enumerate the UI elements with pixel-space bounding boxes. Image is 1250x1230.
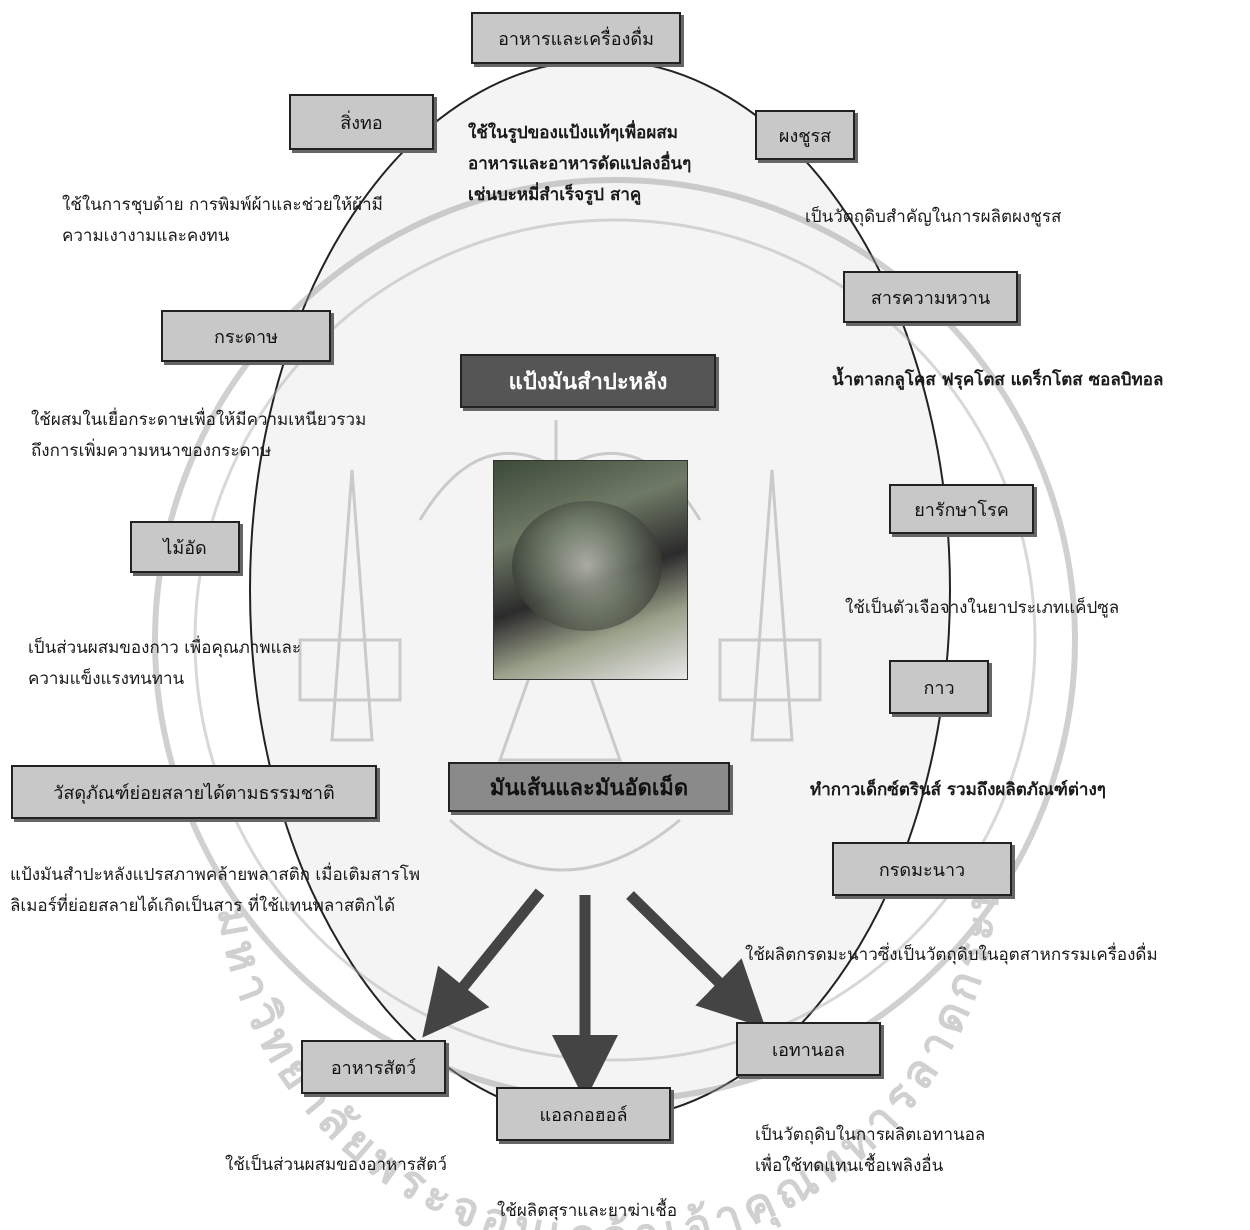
node-msg: ผงชูรส — [755, 110, 855, 160]
center-title-box: แป้งมันสำปะหลัง — [460, 354, 716, 408]
node-label: ไม้อัด — [163, 537, 207, 559]
node-label: สิ่งทอ — [340, 112, 383, 134]
node-biodegradable: วัสดุภัณฑ์ย่อยสลายได้ตามธรรมชาติ — [11, 765, 377, 819]
desc-line: เป็นวัตถุดิบสำคัญในการผลิตผงชูรส — [805, 207, 1062, 227]
desc-textile: ใช้ในการชุบด้าย การพิมพ์ผ้าและช่วยให้ผ้า… — [62, 190, 383, 252]
desc-line: เพื่อใช้ทดแทนเชื้อเพลิงอื่น — [755, 1156, 944, 1176]
node-label: กระดาษ — [214, 326, 278, 348]
desc-medicine: ใช้เป็นตัวเจือจางในยาประเภทแค็ปซูล — [845, 593, 1119, 624]
node-label: กรดมะนาว — [878, 859, 966, 881]
desc-line: ใช้ผลิตกรดมะนาวซึ่งเป็นวัตถุดิบในอุตสาหก… — [745, 945, 1158, 965]
node-label: วัสดุภัณฑ์ย่อยสลายได้ตามธรรมชาติ — [53, 782, 335, 804]
desc-line: อาหารและอาหารดัดแปลงอื่นๆ — [468, 154, 692, 174]
node-label: อาหารและเครื่องดื่ม — [498, 28, 654, 50]
node-animal-feed: อาหารสัตว์ — [301, 1040, 446, 1094]
desc-animal-feed: ใช้เป็นส่วนผสมของอาหารสัตว์ — [225, 1150, 447, 1181]
desc-paper: ใช้ผสมในเยื่อกระดาษเพื่อให้มีความเหนียวร… — [31, 405, 366, 467]
node-ethanol: เอทานอล — [736, 1022, 881, 1076]
desc-line: ความแข็งแรงทนทาน — [28, 669, 185, 689]
desc-plywood: เป็นส่วนผสมของกาว เพื่อคุณภาพและ ความแข็… — [28, 633, 301, 695]
desc-line: ใช้เป็นตัวเจือจางในยาประเภทแค็ปซูล — [845, 598, 1120, 618]
desc-line: เป็นวัตถุดิบในการผลิตเอทานอล — [755, 1125, 986, 1145]
desc-biodegradable: แป้งมันสำปะหลังแปรสภาพคล้ายพลาสติก เมื่อ… — [10, 860, 420, 922]
center-title: แป้งมันสำปะหลัง — [508, 368, 668, 395]
node-label: เอทานอล — [771, 1039, 846, 1061]
desc-line: น้ำตาลกลูโคส ฟรุคโตส แดร็กโตส ซอลบิทอล — [832, 370, 1164, 390]
desc-line: เป็นส่วนผสมของกาว เพื่อคุณภาพและ — [28, 638, 302, 658]
desc-ethanol: เป็นวัตถุดิบในการผลิตเอทานอล เพื่อใช้ทดแ… — [755, 1120, 985, 1182]
desc-alcohol: ใช้ผลิตสุราและยาฆ่าเชื้อ — [497, 1196, 677, 1227]
cassava-photo — [493, 460, 688, 680]
desc-citric-acid: ใช้ผลิตกรดมะนาวซึ่งเป็นวัตถุดิบในอุตสาหก… — [745, 940, 1158, 971]
desc-line: ใช้ในการชุบด้าย การพิมพ์ผ้าและช่วยให้ผ้า… — [62, 195, 383, 215]
node-medicine: ยารักษาโรค — [889, 484, 1034, 534]
desc-food-beverage: ใช้ในรูปของแป้งแท้ๆเพื่อผสม อาหารและอาหา… — [468, 118, 691, 211]
node-label: สารความหวาน — [870, 287, 991, 309]
center-subtitle: มันเส้นและมันอัดเม็ด — [489, 774, 689, 801]
node-alcohol: แอลกอฮอล์ — [496, 1087, 671, 1141]
node-paper: กระดาษ — [161, 310, 331, 362]
desc-line: ลิเมอร์ที่ย่อยสลายได้เกิดเป็นสาร ที่ใช้แ… — [10, 896, 396, 916]
desc-line: ใช้เป็นส่วนผสมของอาหารสัตว์ — [225, 1155, 447, 1175]
desc-line: แป้งมันสำปะหลังแปรสภาพคล้ายพลาสติก เมื่อ… — [10, 865, 421, 885]
center-subtitle-box: มันเส้นและมันอัดเม็ด — [448, 762, 730, 812]
desc-line: เช่นบะหมี่สำเร็จรูป สาคู — [468, 185, 642, 205]
desc-msg: เป็นวัตถุดิบสำคัญในการผลิตผงชูรส — [805, 202, 1061, 233]
node-glue: กาว — [889, 660, 989, 714]
desc-line: ทำกาวเด็กซ์ตรินส์ รวมถึงผลิตภัณฑ์ต่างๆ — [810, 780, 1106, 800]
arrow-to-animal-feed — [422, 888, 545, 1038]
desc-line: ความเงางามและคงทน — [62, 226, 230, 246]
node-food-beverage: อาหารและเครื่องดื่ม — [471, 12, 681, 64]
node-label: แอลกอฮอล์ — [539, 1104, 628, 1126]
node-label: ยารักษาโรค — [914, 499, 1009, 521]
node-plywood: ไม้อัด — [130, 521, 240, 573]
node-sweetener: สารความหวาน — [843, 271, 1018, 323]
node-citric-acid: กรดมะนาว — [832, 842, 1012, 896]
node-label: กาว — [923, 677, 955, 699]
desc-line: ใช้ผสมในเยื่อกระดาษเพื่อให้มีความเหนียวร… — [31, 410, 367, 430]
desc-line: ถึงการเพิ่มความหนาของกระดาษ — [31, 441, 272, 461]
node-label: อาหารสัตว์ — [330, 1057, 417, 1079]
node-label: ผงชูรส — [778, 125, 832, 147]
desc-sweetener: น้ำตาลกลูโคส ฟรุคโตส แดร็กโตส ซอลบิทอล — [832, 365, 1163, 396]
desc-line: ใช้ในรูปของแป้งแท้ๆเพื่อผสม — [468, 123, 678, 143]
node-textile: สิ่งทอ — [289, 94, 434, 150]
desc-line: ใช้ผลิตสุราและยาฆ่าเชื้อ — [497, 1201, 678, 1221]
desc-glue: ทำกาวเด็กซ์ตรินส์ รวมถึงผลิตภัณฑ์ต่างๆ — [810, 775, 1106, 806]
arrow-to-ethanol — [626, 891, 766, 1029]
